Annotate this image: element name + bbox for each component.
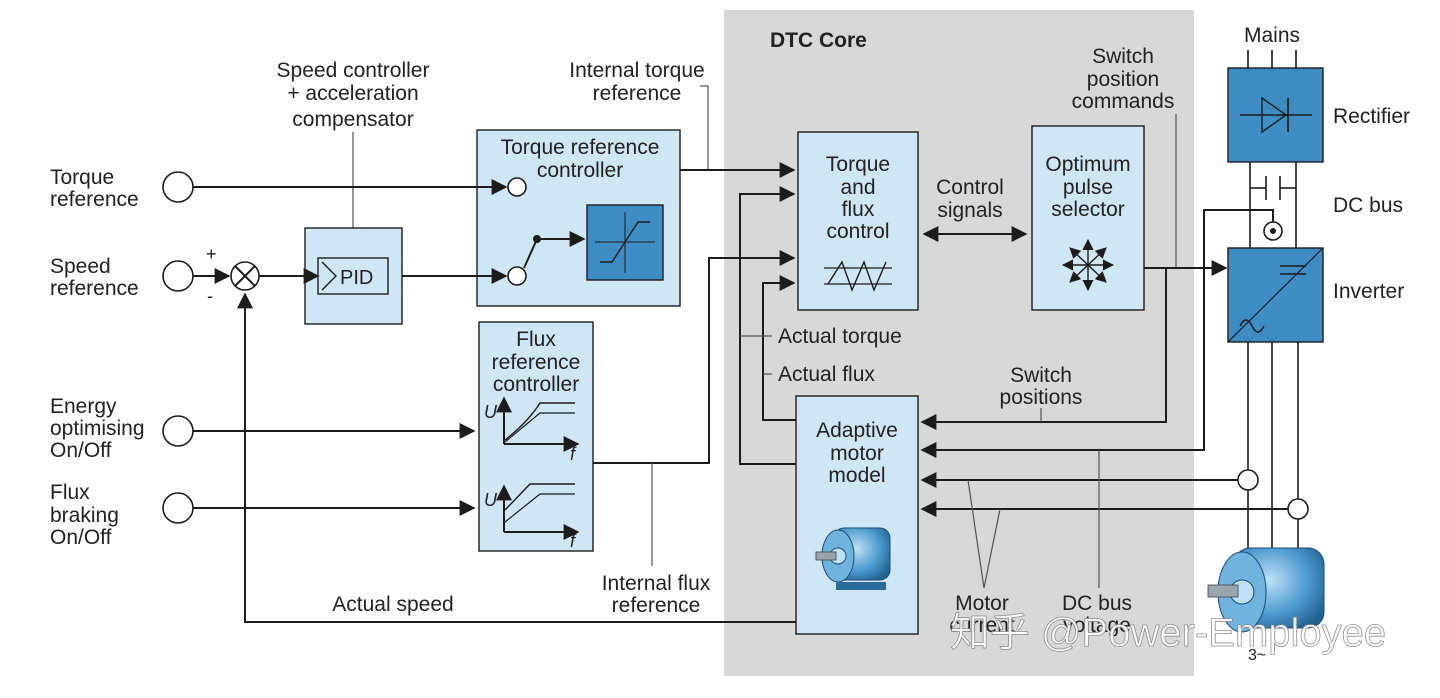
input-torque-reference: Torque reference (50, 166, 194, 211)
svg-text:compensator: compensator (292, 108, 413, 131)
torque-reference-controller: Torque reference controller (476, 129, 681, 307)
motor-current-label: Motor current (949, 592, 1015, 637)
svg-text:Control: Control (936, 176, 1004, 199)
svg-text:reference: reference (50, 188, 139, 211)
adaptive-motor-model-block: Adaptive motor model (795, 395, 919, 635)
svg-text:model: model (828, 464, 885, 487)
input-flux-braking: Flux braking On/Off (50, 481, 194, 549)
energy-optimising-terminal (162, 415, 194, 447)
dtc-core-title: DTC Core (770, 29, 867, 52)
dc-bus-label: DC bus (1333, 194, 1403, 217)
svg-text:control: control (826, 220, 889, 243)
actual-torque-label: Actual torque (778, 325, 902, 348)
svg-text:reference: reference (593, 82, 682, 105)
switch-position-commands-label: Switch position commands (1072, 45, 1175, 113)
input-energy-optimising: Energy optimising On/Off (50, 395, 194, 462)
svg-text:Speed: Speed (50, 255, 111, 278)
svg-text:current: current (949, 614, 1015, 637)
svg-text:and: and (840, 176, 875, 199)
pid-label: PID (340, 267, 373, 289)
watermark: 知乎 @Power-Employee (950, 611, 1386, 655)
svg-text:Switch: Switch (1010, 364, 1072, 387)
svg-text:On/Off: On/Off (50, 526, 112, 549)
svg-text:motor: motor (830, 442, 884, 465)
speed-reference-terminal (162, 260, 194, 292)
svg-text:Torque: Torque (50, 166, 114, 189)
svg-text:+ acceleration: + acceleration (287, 82, 418, 105)
plus-sign: + (206, 244, 217, 264)
svg-text:optimising: optimising (50, 417, 145, 440)
svg-text:selector: selector (1051, 198, 1125, 221)
svg-text:Internal torque: Internal torque (569, 59, 704, 82)
svg-text:flux: flux (842, 198, 875, 221)
inverter-block (1227, 247, 1324, 343)
torque-reference-terminal (162, 171, 194, 203)
svg-text:Flux: Flux (50, 481, 90, 504)
svg-text:positions: positions (1000, 386, 1083, 409)
internal-flux-reference-label: Internal flux reference (602, 572, 711, 617)
svg-text:Internal flux: Internal flux (602, 572, 711, 595)
svg-text:Switch: Switch (1092, 45, 1154, 68)
svg-text:Adaptive: Adaptive (816, 419, 898, 442)
motor-model-icon (815, 527, 891, 590)
torque-flux-control-block: Torque and flux control (797, 131, 919, 311)
svg-text:Energy: Energy (50, 395, 117, 418)
dc-bus-voltage-label: DC bus voltage (1062, 592, 1132, 637)
svg-text:reference: reference (612, 594, 701, 617)
svg-text:signals: signals (937, 199, 1002, 222)
pid-block: PID (304, 227, 403, 325)
svg-text:Optimum: Optimum (1045, 153, 1130, 176)
svg-text:Speed controller: Speed controller (277, 59, 430, 82)
svg-text:voltage: voltage (1063, 614, 1131, 637)
minus-sign: - (207, 286, 213, 306)
svg-text:f: f (570, 531, 577, 551)
svg-text:Flux: Flux (516, 328, 556, 351)
motor-phase-label: 3~ (1248, 647, 1266, 664)
speed-controller-label: Speed controller + acceleration compensa… (277, 59, 430, 131)
optimum-pulse-selector-block: Optimum pulse selector (1031, 125, 1145, 311)
flux-reference-controller: Flux reference controller U f U f (478, 321, 594, 552)
control-signals-label: Control signals (936, 176, 1004, 222)
flux-braking-terminal (162, 492, 194, 524)
svg-text:position: position (1087, 68, 1159, 91)
svg-text:reference: reference (50, 277, 139, 300)
inverter-label: Inverter (1333, 280, 1404, 303)
actual-flux-label: Actual flux (778, 363, 875, 386)
svg-text:braking: braking (50, 504, 119, 527)
svg-text:U: U (484, 402, 498, 422)
svg-text:controller: controller (493, 373, 579, 396)
svg-text:Torque reference: Torque reference (501, 136, 660, 159)
svg-text:reference: reference (492, 351, 581, 374)
svg-text:Motor: Motor (955, 592, 1009, 615)
switch-positions-label: Switch positions (1000, 364, 1083, 409)
svg-text:pulse: pulse (1063, 176, 1113, 199)
svg-text:Torque: Torque (826, 153, 890, 176)
svg-text:On/Off: On/Off (50, 439, 112, 462)
power-motor-icon (1207, 547, 1325, 633)
rectifier-block (1227, 67, 1324, 163)
input-speed-reference: Speed reference (50, 255, 194, 300)
rectifier-label: Rectifier (1333, 105, 1410, 128)
svg-text:U: U (484, 490, 498, 510)
actual-speed-label: Actual speed (332, 593, 453, 616)
internal-torque-reference-label: Internal torque reference (569, 59, 704, 105)
mains-label: Mains (1244, 24, 1300, 47)
svg-text:f: f (570, 444, 577, 464)
svg-text:commands: commands (1072, 90, 1175, 113)
svg-text:DC bus: DC bus (1062, 592, 1132, 615)
svg-text:controller: controller (537, 159, 623, 182)
